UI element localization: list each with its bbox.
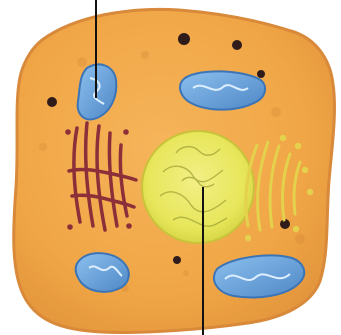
granule [173, 256, 181, 264]
granule [257, 70, 265, 78]
mitochondrion-top-center [180, 71, 265, 109]
nucleus [142, 131, 254, 243]
granule [47, 97, 57, 107]
mitochondrion-bottom-left [76, 253, 129, 292]
granule [178, 33, 190, 45]
granule [232, 40, 242, 50]
